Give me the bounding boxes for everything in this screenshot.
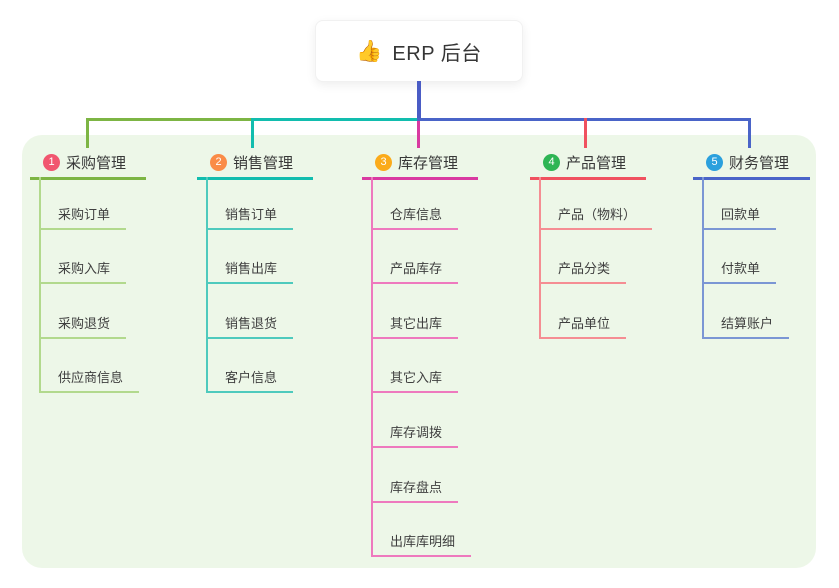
root-connector-line (417, 81, 421, 118)
child-node[interactable]: 回款单 (704, 177, 777, 230)
branch-badge-2: 2 (210, 153, 227, 171)
branch-node-product[interactable]: 4 产品管理 (530, 147, 646, 180)
branch-node-purchase[interactable]: 1 采购管理 (30, 147, 146, 180)
root-node[interactable]: 👍 ERP 后台 (315, 20, 523, 82)
child-node[interactable]: 供应商信息 (41, 339, 140, 394)
child-node-label: 客户信息 (225, 370, 278, 386)
branch-children-inventory: 仓库信息 产品库存 其它出库 其它入库 库存调拨 库存盘点 出库库明细 (371, 177, 472, 558)
child-node[interactable]: 产品分类 (541, 230, 627, 285)
branch-title-inventory: 库存管理 (398, 154, 459, 172)
branch-badge-3: 3 (375, 153, 392, 171)
child-node-label: 销售退货 (225, 315, 278, 331)
child-node[interactable]: 产品（物料） (541, 177, 653, 230)
drop-line-sales (251, 118, 254, 148)
branch-node-sales[interactable]: 2 销售管理 (197, 147, 313, 180)
child-node-label: 供应商信息 (58, 370, 124, 386)
branch-title-product: 产品管理 (566, 154, 627, 172)
child-node[interactable]: 付款单 (704, 230, 777, 285)
branch-badge-5: 5 (706, 153, 723, 171)
child-node-label: 采购订单 (58, 206, 111, 222)
child-node[interactable]: 销售出库 (208, 230, 294, 285)
child-node[interactable]: 结算账户 (704, 284, 790, 339)
child-node-label: 产品分类 (558, 261, 611, 277)
child-node-label: 产品库存 (390, 261, 443, 277)
child-node-label: 销售出库 (225, 261, 278, 277)
drop-line-finance (748, 118, 751, 148)
branch-children-sales: 销售订单 销售出库 销售退货 客户信息 (206, 177, 294, 394)
child-node[interactable]: 产品单位 (541, 284, 627, 339)
child-node-label: 其它出库 (390, 315, 443, 331)
child-node-label: 库存盘点 (390, 479, 443, 495)
bus-segment-sales (253, 118, 417, 121)
branch-children-finance: 回款单 付款单 结算账户 (702, 177, 790, 339)
child-node[interactable]: 其它入库 (373, 339, 459, 394)
child-node-label: 仓库信息 (390, 206, 443, 222)
child-node-label: 采购退货 (58, 315, 111, 331)
child-node[interactable]: 采购退货 (41, 284, 127, 339)
child-node-label: 采购入库 (58, 261, 111, 277)
child-node[interactable]: 其它出库 (373, 284, 459, 339)
child-node[interactable]: 采购订单 (41, 177, 127, 230)
child-node-label: 其它入库 (390, 370, 443, 386)
child-node-label: 销售订单 (225, 206, 278, 222)
branch-node-inventory[interactable]: 3 库存管理 (362, 147, 478, 180)
branch-badge-1: 1 (43, 153, 60, 171)
child-node-label: 产品单位 (558, 315, 611, 331)
child-node-label: 出库库明细 (390, 534, 456, 550)
branch-badge-4: 4 (543, 153, 560, 171)
branch-title-finance: 财务管理 (729, 154, 790, 172)
mindmap-background-panel (22, 135, 816, 568)
branch-node-finance[interactable]: 5 财务管理 (693, 147, 810, 180)
child-node-label: 结算账户 (721, 315, 774, 331)
child-node[interactable]: 销售订单 (208, 177, 294, 230)
root-node-label: ERP 后台 (392, 42, 482, 65)
drop-line-product (584, 118, 587, 148)
child-node-label: 回款单 (721, 206, 761, 222)
child-node[interactable]: 采购入库 (41, 230, 127, 285)
drop-line-inventory (417, 121, 420, 148)
drop-line-purchase (86, 118, 89, 148)
branch-title-sales: 销售管理 (233, 154, 294, 172)
branch-children-product: 产品（物料） 产品分类 产品单位 (539, 177, 653, 339)
branch-children-purchase: 采购订单 采购入库 采购退货 供应商信息 (39, 177, 140, 394)
child-node[interactable]: 库存调拨 (373, 393, 459, 448)
child-node-label: 付款单 (721, 261, 761, 277)
bus-segment-purchase (86, 118, 253, 121)
child-node[interactable]: 出库库明细 (373, 503, 472, 558)
thumbs-up-icon: 👍 (356, 39, 383, 63)
child-node[interactable]: 产品库存 (373, 230, 459, 285)
child-node[interactable]: 客户信息 (208, 339, 294, 394)
child-node-label: 产品（物料） (558, 206, 637, 222)
child-node[interactable]: 仓库信息 (373, 177, 459, 230)
child-node[interactable]: 销售退货 (208, 284, 294, 339)
child-node[interactable]: 库存盘点 (373, 448, 459, 503)
branch-title-purchase: 采购管理 (66, 154, 127, 172)
child-node-label: 库存调拨 (390, 424, 443, 440)
